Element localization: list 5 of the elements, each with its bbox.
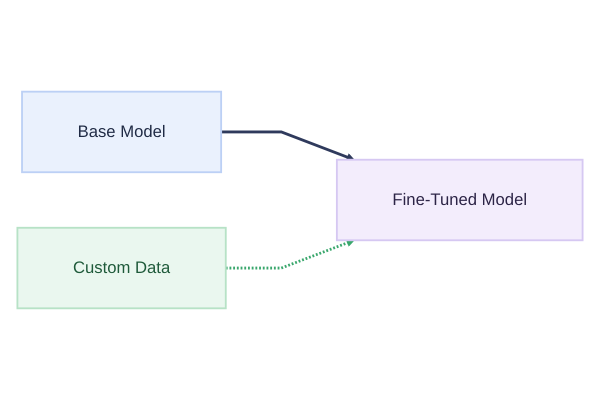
arrow — [226, 239, 354, 270]
node-box: Custom Data — [16, 226, 227, 310]
node-box: Fine-Tuned Model — [336, 158, 584, 242]
arrow — [221, 130, 354, 161]
node-box: Base Model — [21, 90, 222, 174]
